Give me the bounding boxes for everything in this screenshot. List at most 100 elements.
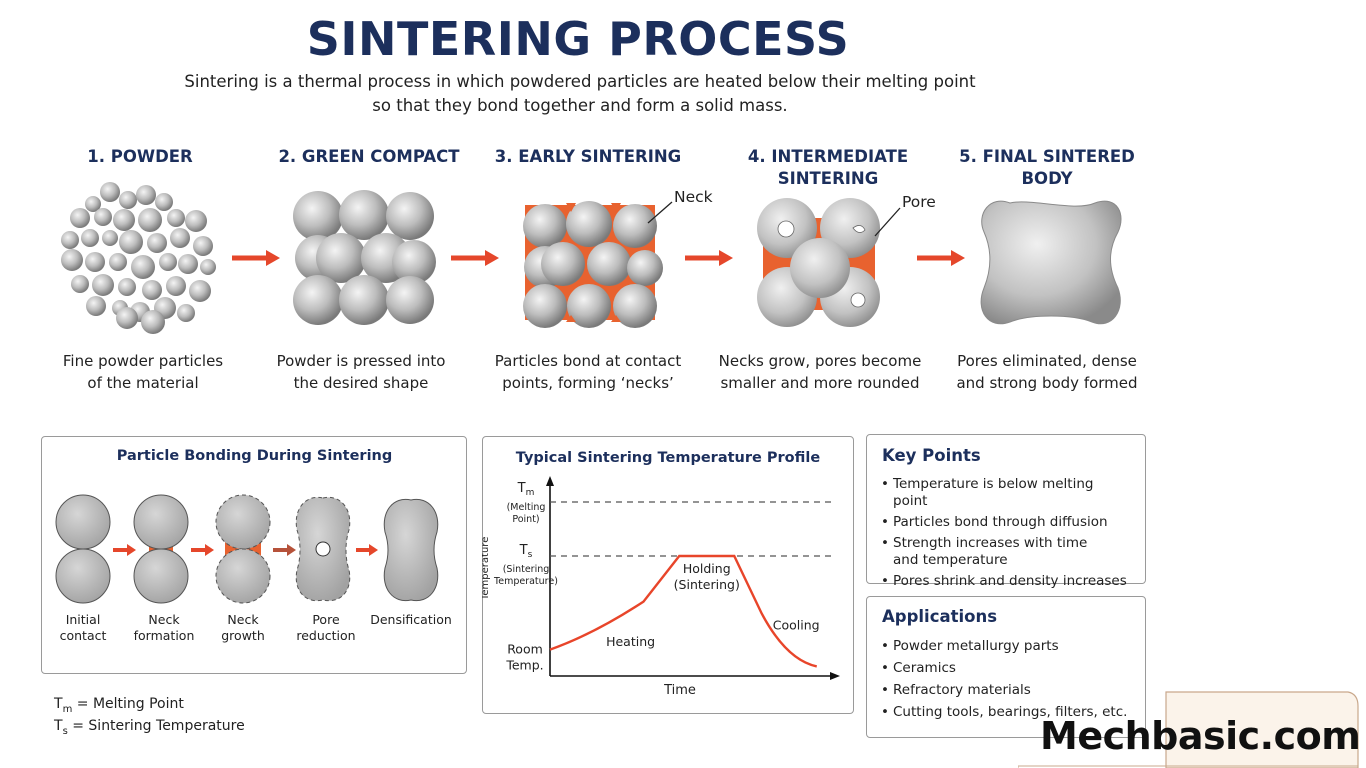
- stage-title-final-sintered-body: 5. FINAL SINTERED BODY: [929, 146, 1165, 190]
- annotation-holding-sub: (Sintering): [674, 577, 740, 592]
- stage-title-text: 3. EARLY SINTERING: [494, 147, 682, 166]
- stage-desc-line: the desired shape: [293, 374, 429, 392]
- stage-title-text-line2: BODY: [1021, 169, 1073, 188]
- stage-desc-intermediate-sintering: Necks grow, pores become smaller and mor…: [702, 350, 938, 394]
- step-arrow-icon: [191, 544, 214, 556]
- temperature-profile-chart: Typical Sintering Temperature Profile Te…: [482, 450, 840, 698]
- densification-icon: [383, 498, 439, 602]
- stage-title-green-compact: 2. GREEN COMPACT: [251, 146, 487, 168]
- chart-ylabel: Temperature: [482, 537, 491, 601]
- svg-text:Room: Room: [507, 642, 543, 657]
- stage-desc-line: points, forming ‘necks’: [502, 374, 674, 392]
- x-axis-arrow-icon: [830, 672, 840, 680]
- list-item: Ceramics: [881, 660, 1137, 677]
- legend-symbol: T: [54, 696, 63, 712]
- stage-title-powder: 1. POWDER: [22, 146, 258, 168]
- ts-axis-label: Ts (Sintering Temperature): [493, 543, 558, 587]
- chart-reference-lines: [550, 501, 832, 557]
- green-compact-particles: [293, 190, 436, 325]
- svg-text:(Sintering: (Sintering: [503, 564, 550, 575]
- legend-subscript: s: [62, 725, 68, 737]
- pore-reduction-icon: [295, 496, 351, 602]
- key-points-list: Temperature is below melting point Parti…: [881, 476, 1131, 594]
- temperature-profile-panel: [482, 436, 854, 714]
- step-arrow-icon: [113, 544, 136, 556]
- stage-arrow-icon: [917, 250, 965, 266]
- key-points-title: Key Points: [882, 446, 981, 465]
- stage-desc-line: Pores eliminated, dense: [957, 352, 1137, 370]
- step-label-line: formation: [133, 628, 195, 643]
- step-label-line: growth: [221, 628, 265, 643]
- applications-title: Applications: [882, 607, 998, 626]
- legend-sintering-temperature: Ts = Sintering Temperature: [54, 718, 245, 737]
- step-label-line: reduction: [296, 628, 356, 643]
- neck-formation-icon: [133, 494, 189, 604]
- step-label-line: contact: [59, 628, 107, 643]
- stage-desc-line: Powder is pressed into: [276, 352, 446, 370]
- subtitle-line-2: so that they bond together and form a so…: [372, 96, 788, 115]
- list-item: Strength increases with time and tempera…: [881, 535, 1113, 569]
- step-arrow-icon: [273, 544, 296, 556]
- step-label-densification: Densification: [369, 612, 453, 628]
- legend-melting-point: Tm = Melting Point: [54, 696, 184, 715]
- final-sintered-body-shape: [980, 200, 1122, 325]
- y-axis-arrow-icon: [546, 476, 554, 486]
- legend-text: = Sintering Temperature: [67, 718, 245, 734]
- step-label-line: Initial: [65, 612, 101, 627]
- stage-title-text: 5. FINAL SINTERED: [959, 147, 1135, 166]
- step-label-line: Neck: [227, 612, 259, 627]
- list-item: Powder metallurgy parts: [881, 638, 1137, 655]
- temperature-curve: [549, 554, 818, 668]
- stage-desc-line: Fine powder particles: [62, 352, 224, 370]
- neck-growth-icon: [215, 494, 271, 604]
- stage-desc-green-compact: Powder is pressed into the desired shape: [243, 350, 479, 394]
- svg-text:(Melting: (Melting: [507, 502, 546, 513]
- chart-axes: [546, 476, 840, 680]
- step-label-line: Neck: [148, 612, 180, 627]
- step-label-line: Pore: [312, 612, 340, 627]
- stage-desc-powder: Fine powder particles of the material: [25, 350, 261, 394]
- bonding-steps-illustration: [55, 494, 439, 604]
- stage-illustrations: Neck Pore: [61, 182, 1122, 334]
- chart-xlabel: Time: [663, 683, 696, 698]
- list-item: Refractory materials: [881, 682, 1137, 699]
- subtitle-line-1: Sintering is a thermal process in which …: [184, 72, 976, 91]
- step-label-initial-contact: Initial contact: [41, 612, 125, 644]
- page-subtitle: Sintering is a thermal process in which …: [140, 70, 1020, 118]
- brand-watermark: Mechbasic.com: [1040, 714, 1361, 758]
- room-temp-label: Room Temp.: [505, 642, 543, 673]
- powder-particles: [61, 182, 216, 334]
- stage-desc-final-sintered-body: Pores eliminated, dense and strong body …: [929, 350, 1165, 394]
- stage-arrow-icon: [685, 250, 733, 266]
- svg-text:Point): Point): [512, 514, 539, 525]
- stage-title-text: 2. GREEN COMPACT: [278, 147, 460, 166]
- step-label-neck-formation: Neck formation: [122, 612, 206, 644]
- stage-desc-line: smaller and more rounded: [720, 374, 920, 392]
- svg-text:Ts: Ts: [519, 543, 533, 560]
- stage-desc-line: and strong body formed: [956, 374, 1138, 392]
- svg-text:Tm: Tm: [517, 481, 535, 498]
- svg-text:Temperature): Temperature): [493, 576, 558, 587]
- annotation-heating: Heating: [606, 634, 655, 649]
- applications-list: Powder metallurgy parts Ceramics Refract…: [881, 638, 1137, 726]
- brand-backdrop: [1018, 691, 1359, 768]
- list-item: Temperature is below melting point: [881, 476, 1131, 510]
- initial-contact-icon: [55, 494, 111, 604]
- svg-text:Temp.: Temp.: [505, 658, 543, 673]
- annotation-holding: Holding: [683, 561, 731, 576]
- early-sintering-particles: [523, 201, 673, 328]
- stage-arrow-icon: [232, 250, 280, 266]
- stage-desc-line: Necks grow, pores become: [718, 352, 922, 370]
- step-label-pore-reduction: Pore reduction: [284, 612, 368, 644]
- tm-axis-label: Tm (Melting Point): [507, 481, 546, 525]
- stage-desc-line: of the material: [87, 374, 199, 392]
- legend-symbol: T: [54, 718, 63, 734]
- step-label-line: Densification: [370, 612, 452, 627]
- legend-text: = Melting Point: [72, 696, 184, 712]
- stage-desc-early-sintering: Particles bond at contact points, formin…: [470, 350, 706, 394]
- intermediate-sintering-particles: [757, 198, 901, 327]
- step-arrow-icon: [356, 544, 378, 556]
- stage-title-text: 4. INTERMEDIATE SINTERING: [747, 147, 909, 188]
- stage-arrow-icon: [451, 250, 499, 266]
- neck-callout: Neck: [674, 188, 713, 206]
